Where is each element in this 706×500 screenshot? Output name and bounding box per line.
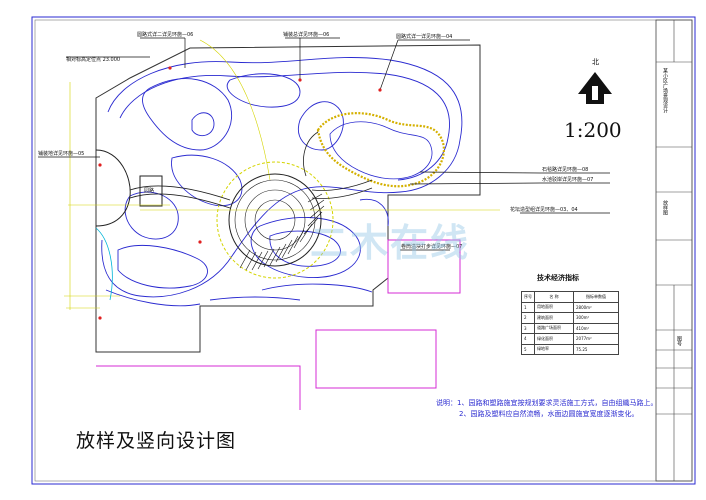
callout-c1: 圆路式详二详见环施—06: [137, 31, 193, 38]
building-block-bottom: [315, 329, 437, 389]
pond-inner: [329, 121, 433, 180]
plaza-label: 园路: [144, 187, 154, 194]
elevation-markers: [98, 66, 382, 320]
callout-c8: 花坛造型组详见环施—03、04: [510, 206, 578, 213]
table-row: 1 用地面积 2800m²: [521, 301, 619, 313]
callout-c5: 铺装地详见环施—05: [38, 150, 84, 157]
table-cell: 2: [521, 312, 535, 324]
leader-lines: [38, 37, 610, 251]
title-block-number: 图号: [676, 336, 682, 346]
watermark: 二木在线: [310, 221, 471, 265]
table-row: 3 道路广场面积 410m²: [521, 322, 619, 334]
table-cell: 1: [521, 301, 535, 313]
dimension-lines: [64, 39, 500, 310]
table-header-cell: 指标单数值: [573, 291, 619, 303]
north-arrow-icon: [578, 72, 612, 104]
table-cell: 300m²: [573, 312, 619, 324]
left-plaza: [95, 149, 163, 227]
table-cell: 410m²: [573, 322, 619, 334]
sheet-border: [31, 16, 696, 485]
circular-plaza: [216, 161, 334, 279]
table-row: 4 绿化面积 2077m²: [521, 333, 619, 345]
table-row: 2 建筑面积 300m²: [521, 312, 619, 324]
table-cell: 道路广场面积: [534, 322, 574, 334]
table-cell: 3: [521, 322, 535, 334]
cyan-line: [95, 227, 113, 301]
road-edge-bottom: [96, 365, 301, 410]
table-cell: 绿地率: [534, 343, 574, 355]
title-block-lines: [656, 20, 692, 481]
tech-table: 序号 名 称 指标单数值 1 用地面积 2800m² 2 建筑面积 300m² …: [521, 291, 619, 355]
tech-table-title: 技术经济指标: [537, 274, 579, 282]
table-cell: 2800m²: [573, 301, 619, 313]
table-header-cell: 名 称: [534, 291, 574, 303]
callout-c2: 铺装总详见环施—06: [283, 31, 329, 38]
callout-c6: 石毯路详见环施—08: [542, 166, 588, 173]
stair-hatching: [239, 193, 325, 271]
table-cell: 4: [521, 333, 535, 345]
table-cell: 2077m²: [573, 333, 619, 345]
pond-outline: [316, 112, 445, 188]
table-cell: 建筑面积: [534, 312, 574, 324]
callout-c3: 圆路式详一详见环施—04: [396, 33, 452, 40]
table-cell: 5: [521, 343, 535, 355]
callout-c4: 相对标高定位点 23.000: [66, 56, 120, 63]
scale-label: 1:200: [564, 118, 622, 142]
table-header-row: 序号 名 称 指标单数值: [521, 291, 619, 303]
note-line-1: 说明：1、园路和塑路施宜按规划要求灵活施工方式，自由组織马路上。: [436, 399, 658, 407]
table-cell: 用地面积: [534, 301, 574, 313]
drawing-title: 放样及竖向设计图: [76, 430, 237, 452]
magenta-boundaries: [96, 239, 461, 410]
building-block-right: [387, 239, 461, 294]
garden-paths: [129, 131, 373, 209]
table-cell: 75.25: [573, 343, 619, 355]
callout-c9: 卷筒溢块打步详见环施—07: [401, 243, 462, 250]
contour-lines: [101, 57, 463, 307]
table-cell: 绿化面积: [534, 333, 574, 345]
table-row: 5 绿地率 75.25: [521, 343, 619, 355]
callout-c7: 水池驳岸详见环施—07: [542, 176, 593, 183]
title-block-sheet: 放样图: [662, 200, 668, 215]
site-boundary: [95, 44, 481, 353]
table-header-cell: 序号: [521, 291, 535, 303]
note-line-2: 2、园路及塑料应自然流畅，水面边圆施宜宽度逐渐变化。: [459, 410, 639, 418]
title-block-project: 某小区广场景观设计: [662, 68, 668, 113]
north-label: 北: [592, 58, 599, 66]
